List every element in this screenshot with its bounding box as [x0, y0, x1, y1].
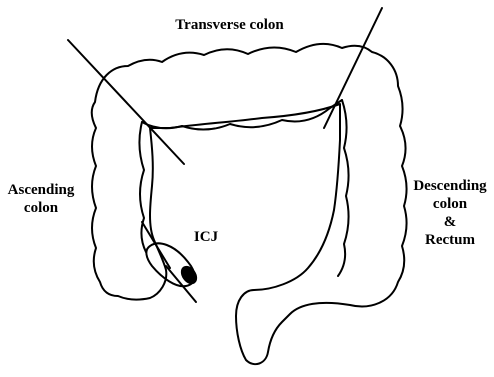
ascending-inner-wall — [139, 122, 146, 252]
label-descending-colon-rectum: Descending colon & Rectum — [406, 177, 494, 249]
transverse-inner-fold — [142, 100, 342, 130]
division-line-transverse-descending — [324, 8, 382, 128]
label-icj: ICJ — [186, 228, 226, 246]
label-ascending-colon: Ascending colon — [0, 181, 82, 217]
cecum-opening — [179, 264, 199, 286]
colon-outer-outline — [92, 44, 407, 364]
label-transverse-colon: Transverse colon — [162, 16, 297, 34]
